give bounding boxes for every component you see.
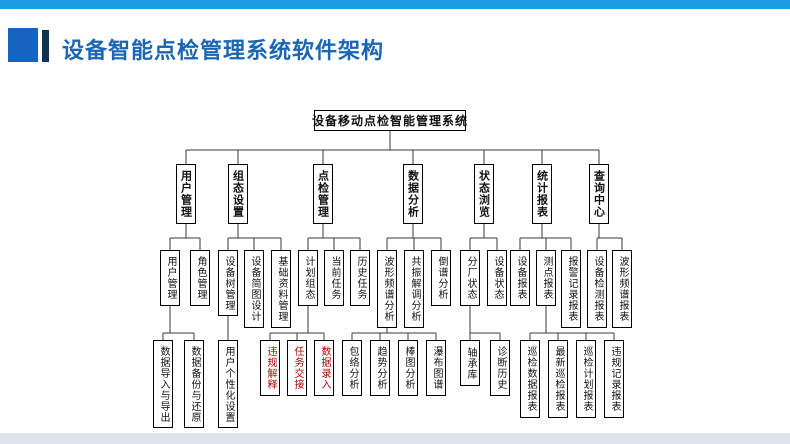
node-user-mgmt-users: 用户管理 bbox=[160, 250, 180, 306]
node-branch-analysis: 数据分析 bbox=[403, 164, 423, 224]
header-accent-bar bbox=[42, 30, 49, 62]
top-accent-strip bbox=[0, 0, 790, 9]
node-resonance-demod-analysis: 共振解调分析 bbox=[404, 250, 424, 328]
node-data-import-export: 数据导入与导出 bbox=[153, 340, 173, 428]
node-envelope-analysis: 包络分析 bbox=[342, 340, 362, 396]
node-inspection-plan-report: 巡检计划报表 bbox=[576, 340, 596, 418]
bottom-strip bbox=[0, 433, 790, 444]
node-violation-explain: 违规解释 bbox=[260, 340, 280, 396]
node-branch-reports: 统计报表 bbox=[532, 164, 552, 224]
node-bearing-library: 轴承库 bbox=[460, 340, 480, 386]
header-accent-block bbox=[8, 28, 38, 62]
node-task-handover: 任务交接 bbox=[287, 340, 307, 396]
node-latest-inspection-report: 最新巡检报表 bbox=[548, 340, 568, 418]
node-cepstrum-analysis: 倒谱分析 bbox=[431, 250, 451, 306]
node-branch-query: 查询中心 bbox=[589, 164, 609, 224]
node-root: 设备移动点检智能管理系统 bbox=[312, 110, 467, 131]
node-violation-record-report: 违规记录报表 bbox=[604, 340, 624, 418]
node-branch-user-mgmt: 用户管理 bbox=[176, 164, 196, 224]
node-device-detection-report: 设备检测报表 bbox=[587, 250, 607, 328]
node-plant-status: 分厂状态 bbox=[460, 250, 480, 306]
node-device-report: 设备报表 bbox=[510, 250, 530, 306]
node-data-backup-restore: 数据备份与还原 bbox=[184, 340, 204, 428]
node-inspection-data-report: 巡检数据报表 bbox=[520, 340, 540, 418]
node-plan-config: 计划组态 bbox=[298, 250, 318, 306]
node-branch-config: 组态设置 bbox=[228, 164, 248, 224]
node-device-tree-mgmt: 设备树管理 bbox=[218, 250, 238, 316]
node-trend-analysis: 趋势分析 bbox=[370, 340, 390, 396]
node-point-report: 测点报表 bbox=[536, 250, 556, 306]
node-waterfall-spectrum: 瀑布图谱 bbox=[426, 340, 446, 396]
node-history-tasks: 历史任务 bbox=[350, 250, 370, 306]
node-branch-status: 状态浏览 bbox=[474, 164, 494, 224]
node-data-entry: 数据录入 bbox=[314, 340, 334, 396]
node-branch-inspection: 点检管理 bbox=[313, 164, 333, 224]
node-user-personalization: 用户个性化设置 bbox=[218, 340, 238, 428]
node-waveform-spectrum-report: 波形频谱报表 bbox=[612, 250, 632, 328]
node-alarm-record-report: 报警记录报表 bbox=[561, 250, 581, 328]
node-role-mgmt: 角色管理 bbox=[190, 250, 210, 306]
node-current-tasks: 当前任务 bbox=[324, 250, 344, 306]
node-waveform-spectrum-analysis: 波形频谱分析 bbox=[377, 250, 397, 328]
node-diagnosis-history: 诊断历史 bbox=[490, 340, 510, 396]
node-bar-chart-analysis: 棒图分析 bbox=[398, 340, 418, 396]
node-device-status: 设备状态 bbox=[487, 250, 507, 306]
node-basic-data-mgmt: 基础资料管理 bbox=[271, 250, 291, 328]
page-title: 设备智能点检管理系统软件架构 bbox=[62, 39, 385, 64]
node-device-diagram-design: 设备简图设计 bbox=[244, 250, 264, 328]
